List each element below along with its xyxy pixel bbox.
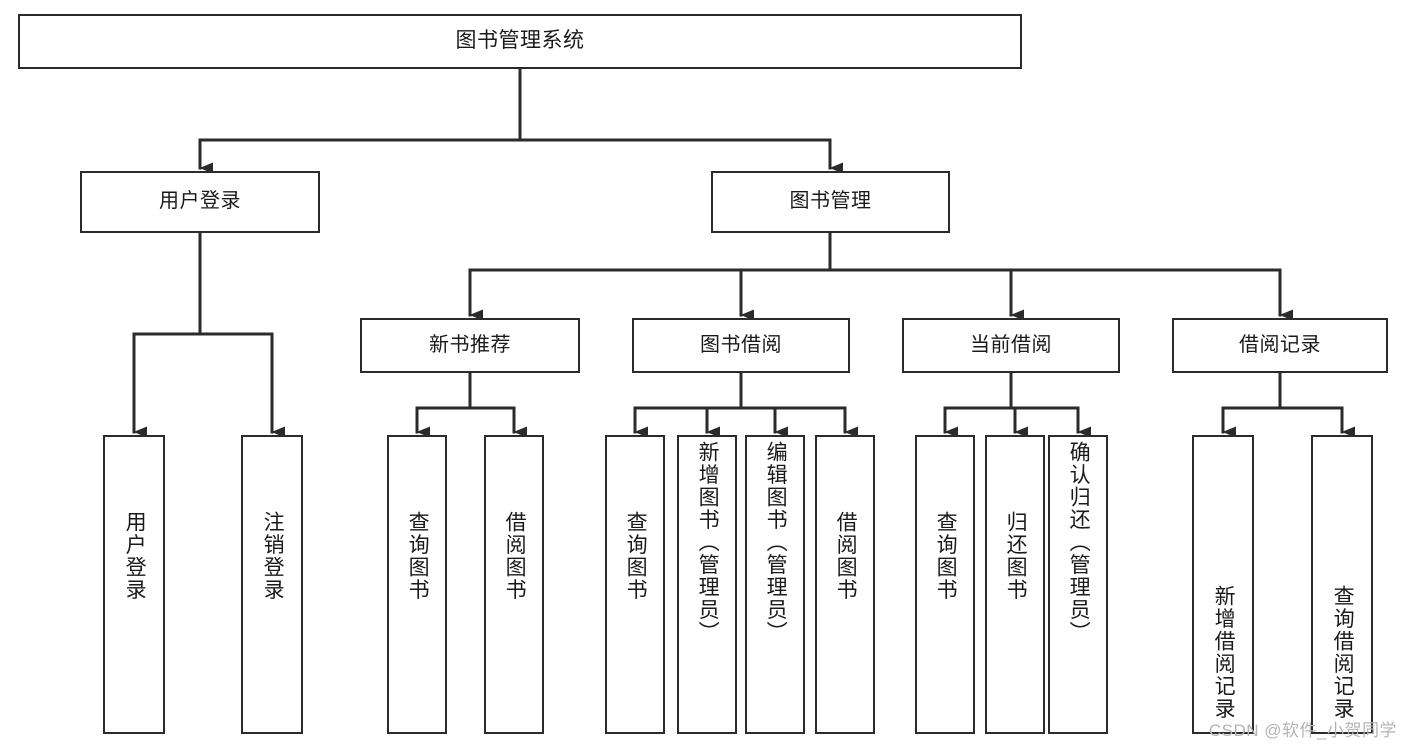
node-leaf-query-book-borrow[interactable]: 查询图书 xyxy=(605,435,665,734)
node-user-login-label: 用户登录 xyxy=(159,190,241,213)
node-book-borrow[interactable]: 图书借阅 xyxy=(632,318,850,373)
node-leaf-user-logout-label: 注销登录 xyxy=(261,511,285,601)
node-leaf-add-book-label: 新增图书（管理员） xyxy=(696,441,720,644)
node-leaf-query-borrow-record-label: 查询借阅记录 xyxy=(1331,585,1355,720)
node-borrow-record[interactable]: 借阅记录 xyxy=(1172,318,1388,373)
node-leaf-user-logout[interactable]: 注销登录 xyxy=(241,435,303,734)
node-leaf-query-book-current-label: 查询图书 xyxy=(934,511,958,601)
node-leaf-query-borrow-record[interactable]: 查询借阅记录 xyxy=(1311,435,1373,734)
node-leaf-return-book-label: 归还图书 xyxy=(1004,511,1028,601)
node-current-borrow[interactable]: 当前借阅 xyxy=(902,318,1120,373)
node-leaf-query-book-borrow-label: 查询图书 xyxy=(624,511,648,601)
node-leaf-borrow-book-rec-label: 借阅图书 xyxy=(503,511,527,601)
node-leaf-borrow-book-label: 借阅图书 xyxy=(834,511,858,601)
node-root-label: 图书管理系统 xyxy=(455,29,585,53)
node-leaf-borrow-book[interactable]: 借阅图书 xyxy=(815,435,875,734)
node-leaf-add-borrow-record-label: 新增借阅记录 xyxy=(1212,585,1236,720)
node-book-borrow-label: 图书借阅 xyxy=(700,333,782,356)
node-user-login[interactable]: 用户登录 xyxy=(80,171,320,233)
csdn-watermark: CSDN @软件_小贺同学 xyxy=(1208,721,1397,740)
node-borrow-record-label: 借阅记录 xyxy=(1239,333,1321,356)
node-new-book-rec[interactable]: 新书推荐 xyxy=(360,318,580,373)
node-book-manage[interactable]: 图书管理 xyxy=(711,171,950,233)
node-book-manage-label: 图书管理 xyxy=(789,190,872,213)
node-root[interactable]: 图书管理系统 xyxy=(18,14,1022,69)
node-leaf-query-book-rec[interactable]: 查询图书 xyxy=(387,435,447,734)
node-leaf-query-book-current[interactable]: 查询图书 xyxy=(915,435,975,734)
node-leaf-user-login[interactable]: 用户登录 xyxy=(103,435,165,734)
node-leaf-borrow-book-rec[interactable]: 借阅图书 xyxy=(484,435,544,734)
node-current-borrow-label: 当前借阅 xyxy=(970,333,1052,356)
node-new-book-rec-label: 新书推荐 xyxy=(429,333,511,356)
node-leaf-add-borrow-record[interactable]: 新增借阅记录 xyxy=(1192,435,1254,734)
node-leaf-edit-book-label: 编辑图书（管理员） xyxy=(764,441,788,644)
node-leaf-confirm-return-label: 确认归还（管理员） xyxy=(1067,441,1091,644)
node-leaf-confirm-return[interactable]: 确认归还（管理员） xyxy=(1048,435,1108,734)
node-leaf-edit-book[interactable]: 编辑图书（管理员） xyxy=(745,435,805,734)
node-leaf-add-book[interactable]: 新增图书（管理员） xyxy=(677,435,737,734)
node-leaf-user-login-label: 用户登录 xyxy=(123,511,147,601)
node-leaf-return-book[interactable]: 归还图书 xyxy=(985,435,1045,734)
node-leaf-query-book-rec-label: 查询图书 xyxy=(406,511,430,601)
